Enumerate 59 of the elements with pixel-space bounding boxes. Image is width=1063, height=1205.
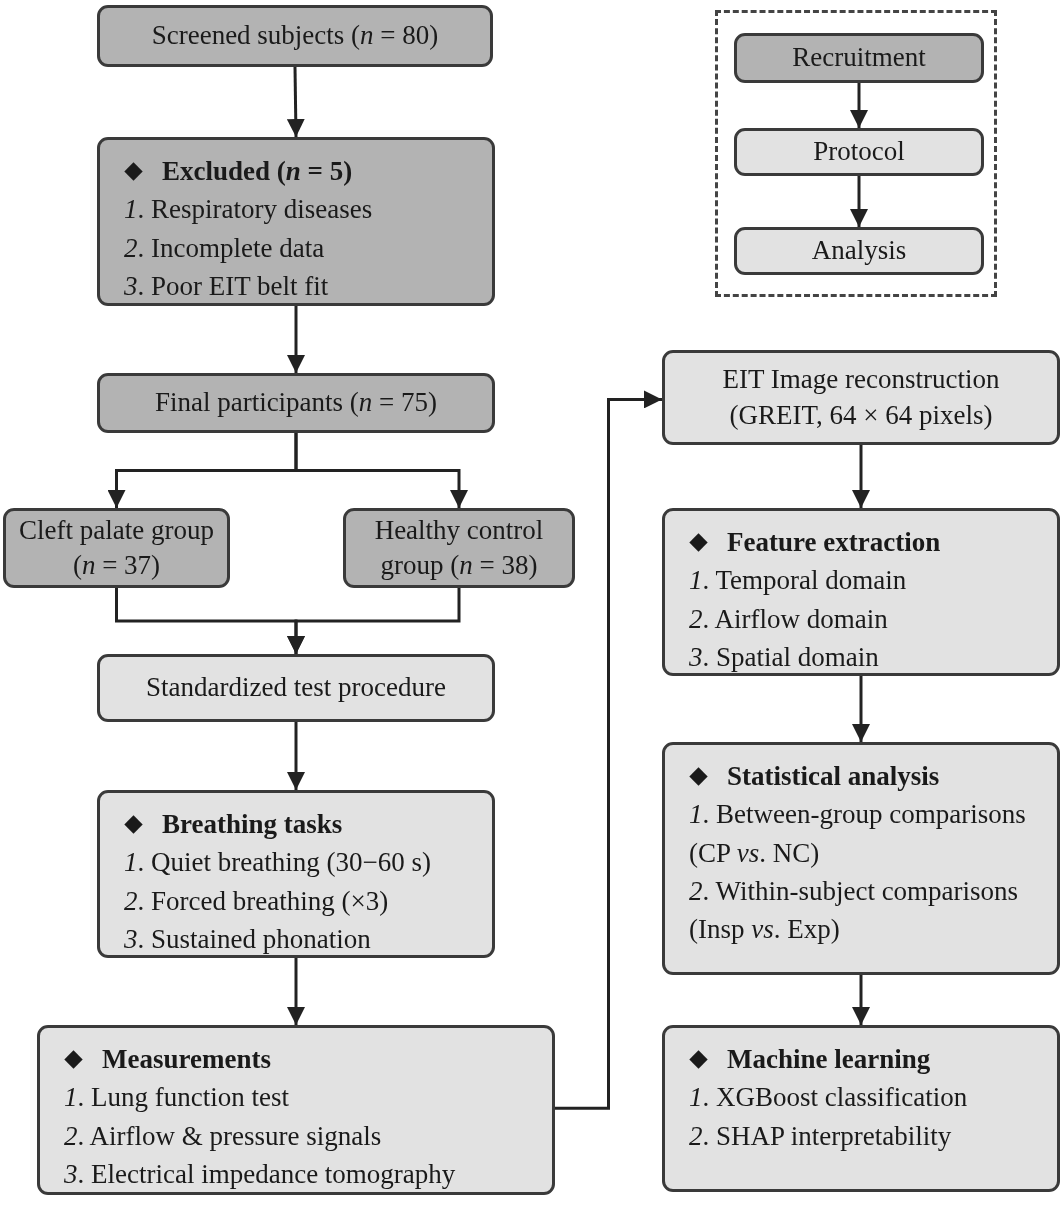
process-box <box>734 33 984 83</box>
process-box <box>662 350 1060 445</box>
list-item: 3. Sustained phonation <box>124 923 372 956</box>
box-label: Analysis <box>811 234 907 268</box>
heading-text: Measurements <box>102 1043 271 1076</box>
list-item: 1. Lung function test <box>64 1081 290 1115</box>
list-item: 1. Quiet breathing (30−60 s) <box>124 846 432 880</box>
arrow <box>287 306 305 373</box>
list-item: 3. Poor EIT belt fit <box>124 270 330 303</box>
arrow <box>850 176 868 227</box>
process-box <box>97 654 495 722</box>
list-box <box>662 1025 1060 1192</box>
list-item: 2. Incomplete data <box>124 231 326 265</box>
process-box <box>97 373 495 433</box>
heading-text: Breathing tasks <box>162 808 343 841</box>
arrow <box>852 445 870 508</box>
box-label: Screened subjects (n = 80) <box>151 19 439 53</box>
list-box <box>37 1025 555 1195</box>
list-item: 3. Spatial domain <box>689 641 880 674</box>
list-item: 1. Respiratory diseases <box>124 193 374 227</box>
process-box <box>343 508 575 588</box>
heading-text: Feature extraction <box>727 526 941 559</box>
list-item: 1. Temporal domain <box>689 564 908 598</box>
arrow <box>287 958 305 1025</box>
arrow <box>287 588 461 654</box>
arrow <box>852 975 870 1025</box>
list-item: 2. SHAP interpretability <box>689 1119 953 1153</box>
list-box <box>662 508 1060 676</box>
arrow <box>287 722 305 790</box>
heading-text: Excluded (n = 5) <box>162 155 353 188</box>
arrow <box>555 390 662 1110</box>
box-label: Standardized test procedure <box>146 671 446 705</box>
arrow <box>286 66 305 138</box>
list-item: 3. Electrical impedance tomography <box>64 1158 457 1191</box>
process-box <box>734 227 984 275</box>
list-item: 2. Within-subject comparisons (Insp vs. Exp) <box>689 875 1020 947</box>
process-box <box>3 508 230 588</box>
process-box <box>97 5 493 67</box>
box-label: Cleft palate group (n = 37) <box>18 513 215 582</box>
list-box <box>97 137 495 306</box>
heading-text: Machine learning <box>727 1043 931 1076</box>
list-item: 1. Between-group comparisons (CP vs. NC) <box>689 798 1027 870</box>
list-box <box>662 742 1060 975</box>
arrow <box>850 83 868 128</box>
box-label: Recruitment <box>792 41 926 75</box>
box-label: Protocol <box>813 135 905 169</box>
list-item: 2. Forced breathing (×3) <box>124 884 390 918</box>
box-label: EIT Image reconstruction (GREIT, 64 × 64 pixels) <box>721 363 1001 432</box>
arrow <box>852 676 870 742</box>
box-label: Final participants (n = 75) <box>154 386 438 420</box>
dashed-frame <box>715 10 997 297</box>
list-box <box>97 790 495 958</box>
process-box <box>734 128 984 176</box>
box-label: Healthy control group (n = 38) <box>373 513 545 582</box>
list-item: 2. Airflow & pressure signals <box>64 1119 383 1153</box>
list-item: 1. XGBoost classification <box>689 1081 969 1115</box>
list-item: 2. Airflow domain <box>689 602 889 636</box>
arrow <box>294 433 468 508</box>
heading-text: Statistical analysis <box>727 760 940 793</box>
